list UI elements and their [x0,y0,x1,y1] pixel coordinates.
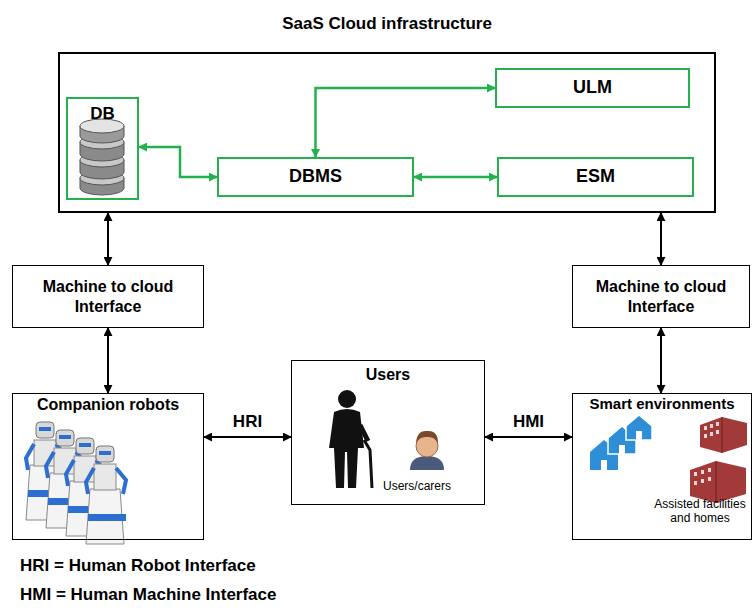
module-box: ULM [495,68,690,108]
box-label: DBMS [289,166,342,188]
connector [485,436,572,438]
house-icons [590,415,652,470]
connector [414,176,497,179]
building-icons [690,417,747,503]
box-label: ESM [576,166,615,188]
connector [660,328,662,393]
icon-caption: Assisted facilities and homes [651,497,749,526]
module-box: DBMS [217,157,414,197]
robots-box: Companion robots [12,393,204,540]
users-box: UsersUsers/carers [291,360,485,505]
panel-title: SaaS Cloud infrastructure [60,14,714,34]
robot-icons [26,422,126,544]
database-icon [80,119,124,195]
connector [107,328,109,393]
cloud-panel: SaaS Cloud infrastructureDBULMDBMSESM [58,52,716,213]
abbreviation-note: HRI = Human Robot Interface [20,556,256,576]
box-heading: Users [292,365,484,384]
environments-box: Smart environmentsAssisted facilities an… [572,393,752,540]
connector [660,213,662,265]
icon-caption: Users/carers [362,479,472,493]
carer-icon [410,431,444,470]
box-heading: Smart environments [573,395,751,413]
database-box: DB [66,97,139,200]
edge-label: HMI [510,412,547,432]
box-label: ULM [573,77,612,99]
edge-label: HRI [230,412,265,432]
box-heading: Companion robots [13,395,203,414]
connector [139,147,217,177]
abbreviation-note: HMI = Human Machine Interface [20,585,276,605]
interface-box: Machine to cloud Interface [12,265,204,328]
connector [107,213,109,265]
connector [204,436,291,438]
box-label: DB [68,104,137,124]
elderly-user-icon [329,390,372,488]
box-label: Machine to cloud Interface [579,277,743,315]
box-label: Machine to cloud Interface [19,277,197,315]
connector [316,88,496,157]
module-box: ESM [497,157,694,197]
interface-box: Machine to cloud Interface [572,265,750,328]
